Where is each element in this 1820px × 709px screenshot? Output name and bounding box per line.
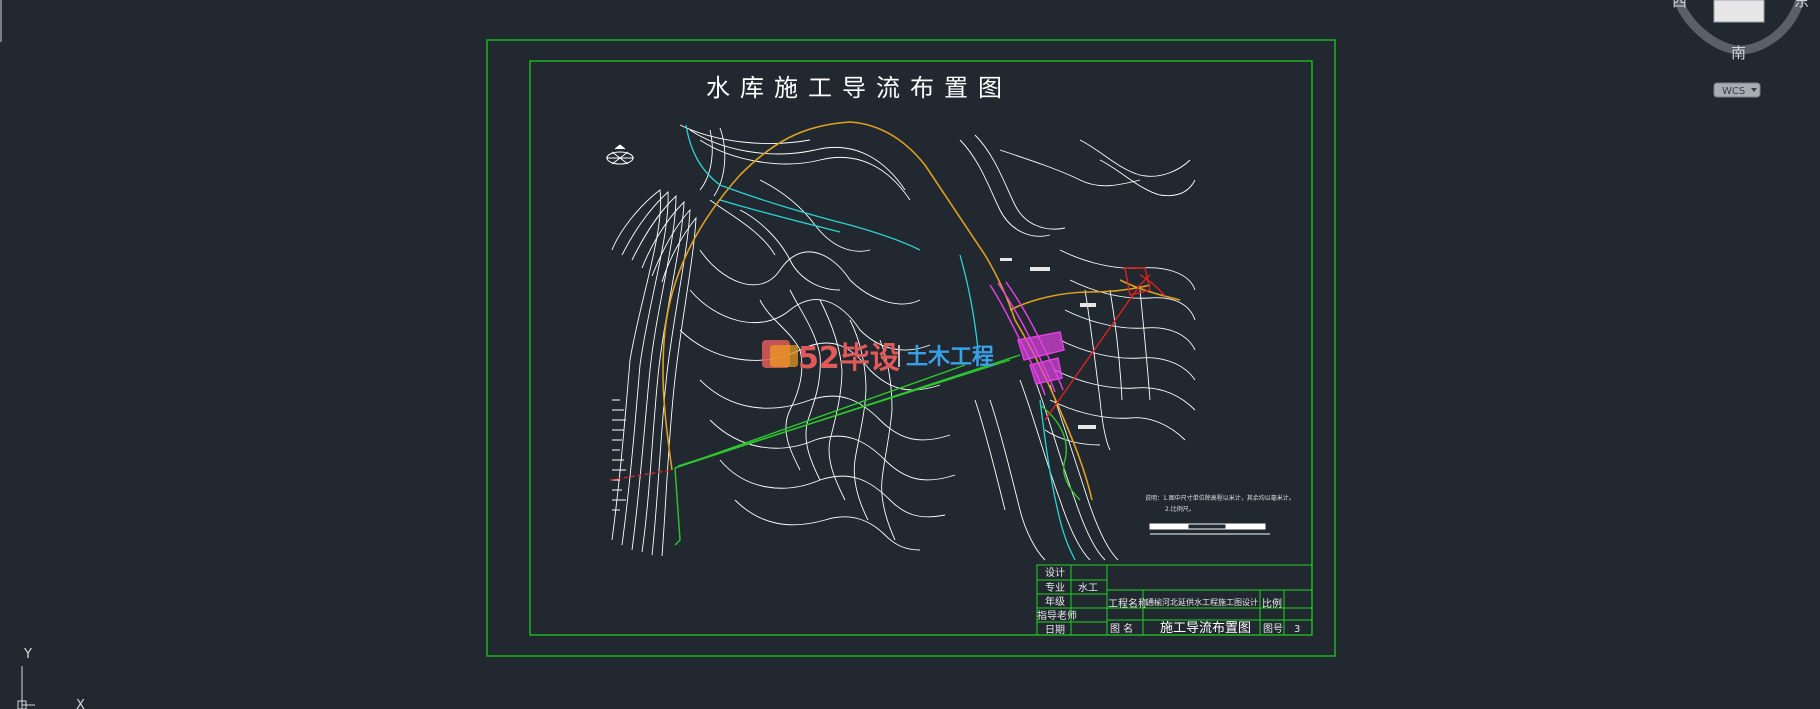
tb-name-value: 施工导流布置图 bbox=[1160, 621, 1251, 636]
viewcube-south[interactable]: 南 bbox=[1731, 44, 1746, 62]
viewcube-east[interactable]: 东 bbox=[1794, 0, 1809, 10]
tb-major: 专业 bbox=[1045, 581, 1065, 594]
north-arrow-icon bbox=[606, 144, 634, 165]
tb-name-label: 图 名 bbox=[1110, 622, 1133, 635]
ucs-y-label: Y bbox=[23, 647, 32, 662]
river-channel bbox=[685, 124, 1076, 561]
note-line-2: 2.比例尺。 bbox=[1165, 505, 1195, 513]
viewcube[interactable]: 西 东 南 bbox=[1672, 0, 1809, 62]
diversion-tunnel bbox=[674, 354, 1081, 546]
watermark-logo: 52毕设 土木工程 bbox=[762, 340, 994, 376]
watermark-sub-text: 土木工程 bbox=[906, 345, 994, 370]
red-axis-line bbox=[609, 267, 1166, 481]
tb-date: 日期 bbox=[1045, 624, 1065, 636]
tb-scale-label: 比例 bbox=[1262, 597, 1282, 610]
ucs-x-label: X bbox=[76, 698, 85, 709]
scale-bar bbox=[1149, 523, 1270, 535]
terrain-contours bbox=[611, 124, 1196, 561]
access-road bbox=[662, 121, 1181, 501]
wcs-label[interactable]: WCS bbox=[1722, 86, 1745, 97]
chevron-down-icon bbox=[1751, 88, 1757, 92]
viewcube-top-face[interactable] bbox=[1713, 0, 1765, 23]
note-line-1: 说明：1.图中尺寸单位除高程以米计，其余均以毫米计。 bbox=[1145, 494, 1295, 502]
sheet-frame bbox=[486, 39, 1336, 657]
tb-design: 设计 bbox=[1045, 566, 1065, 579]
tb-no-label: 图号 bbox=[1263, 623, 1283, 635]
tb-project-label: 工程名称 bbox=[1108, 597, 1148, 610]
tb-no-value: 3 bbox=[1294, 624, 1300, 635]
dam-structure bbox=[989, 281, 1065, 396]
leader-labels bbox=[1000, 258, 1096, 429]
tb-grade: 年级 bbox=[1045, 595, 1065, 608]
title-block bbox=[1036, 564, 1313, 636]
tb-project-value: 通榆河北延供水工程施工图设计 bbox=[1146, 597, 1258, 607]
tb-instructor: 指导老师 bbox=[1037, 609, 1077, 622]
watermark-brand-text: 52毕设 bbox=[798, 341, 900, 376]
tb-major-value: 水工 bbox=[1078, 582, 1098, 594]
drawing-title: 水库施工导流布置图 bbox=[706, 74, 1012, 102]
wcs-menu-button[interactable]: WCS bbox=[1713, 82, 1761, 98]
ucs-icon bbox=[17, 666, 35, 709]
viewcube-west[interactable]: 西 bbox=[1672, 0, 1687, 10]
